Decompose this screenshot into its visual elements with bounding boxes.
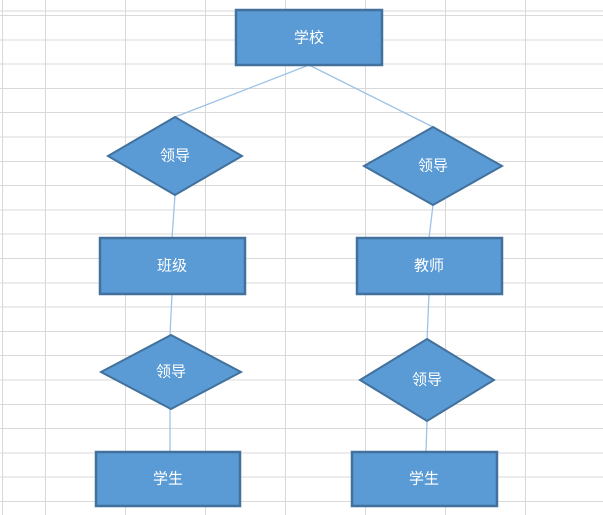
edge-teacher-to-lead-lower-right[interactable] [426, 293, 430, 342]
edge-class-to-lead-lower-left[interactable] [169, 293, 173, 336]
node-relation-lead-upper-left[interactable]: 领导 [106, 115, 244, 197]
node-relation-lead-upper-right[interactable]: 领导 [361, 125, 505, 207]
lead-upper-right-diamond [361, 125, 505, 207]
edge-school-to-lead-upper-left[interactable] [174, 64, 310, 118]
node-student-right[interactable]: 学生 [350, 450, 499, 508]
node-relation-lead-lower-right[interactable]: 领导 [358, 337, 496, 423]
node-class[interactable]: 班级 [98, 236, 247, 296]
lead-lower-left-label: 领导 [156, 364, 186, 381]
edge-lead-lower-right-to-student-right[interactable] [425, 420, 428, 453]
lead-lower-left-diamond [98, 333, 244, 411]
node-relation-lead-lower-left[interactable]: 领导 [98, 333, 244, 411]
student-left-label: 学生 [153, 471, 183, 488]
school-label: 学校 [294, 30, 324, 47]
connectors [169, 64, 434, 453]
edge-school-to-lead-upper-right[interactable] [308, 64, 434, 128]
node-student-left[interactable]: 学生 [94, 450, 242, 508]
student-left-rectangle [94, 450, 242, 508]
school-rectangle [234, 8, 384, 67]
teacher-rectangle [355, 236, 504, 296]
teacher-label: 教师 [414, 258, 444, 275]
lead-lower-right-label: 领导 [412, 372, 442, 389]
lead-upper-left-label: 领导 [160, 148, 190, 165]
lead-upper-left-diamond [106, 115, 244, 197]
edge-lead-upper-left-to-class[interactable] [171, 194, 176, 239]
edge-lead-upper-right-to-teacher[interactable] [428, 204, 434, 239]
node-teacher[interactable]: 教师 [355, 236, 504, 296]
student-right-rectangle [350, 450, 499, 508]
class-label: 班级 [157, 258, 187, 275]
node-school[interactable]: 学校 [234, 8, 384, 67]
class-rectangle [98, 236, 247, 296]
student-right-label: 学生 [409, 471, 439, 488]
lead-lower-right-diamond [358, 337, 496, 423]
lead-upper-right-label: 领导 [418, 158, 448, 175]
